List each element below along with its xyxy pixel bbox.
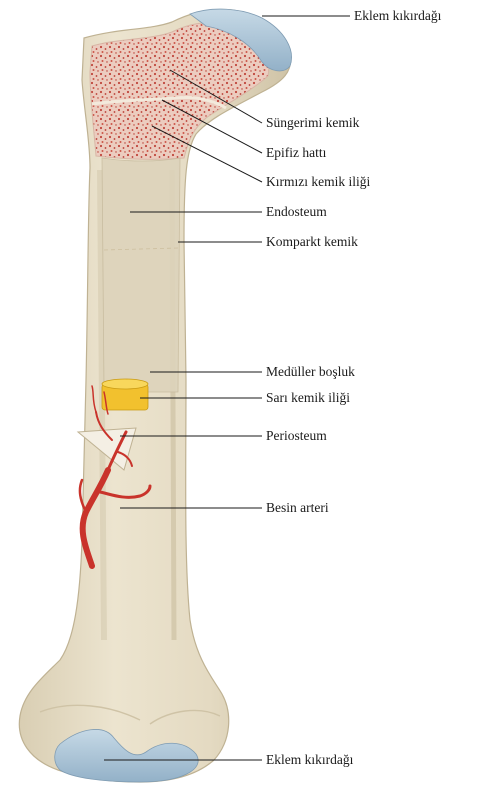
label-sari-kemik-iligi: Sarı kemik iliği bbox=[266, 390, 350, 405]
label-besin-arteri: Besin arteri bbox=[266, 500, 329, 515]
medullary-cavity bbox=[102, 158, 180, 392]
label-eklem-kikirdagi-top: Eklem kıkırdağı bbox=[354, 8, 442, 23]
label-meduller-bosluk: Medüller boşluk bbox=[266, 364, 355, 379]
yellow-marrow-sample bbox=[102, 379, 148, 410]
yellow-marrow-top bbox=[102, 379, 148, 389]
label-sungerimi-kemik: Süngerimi kemik bbox=[266, 115, 360, 130]
label-epifiz-hatti: Epifiz hattı bbox=[266, 145, 327, 160]
label-eklem-kikirdagi-bottom: Eklem kıkırdağı bbox=[266, 752, 354, 767]
label-kirmizi-kemik-iligi: Kırmızı kemik iliği bbox=[266, 174, 370, 189]
label-kompakt-kemik: Komparkt kemik bbox=[266, 234, 358, 249]
label-periosteum: Periosteum bbox=[266, 428, 327, 443]
labels: Eklem kıkırdağı Süngerimi kemik Epifiz h… bbox=[266, 8, 442, 767]
spongy-bone-region bbox=[90, 23, 269, 160]
label-endosteum: Endosteum bbox=[266, 204, 327, 219]
